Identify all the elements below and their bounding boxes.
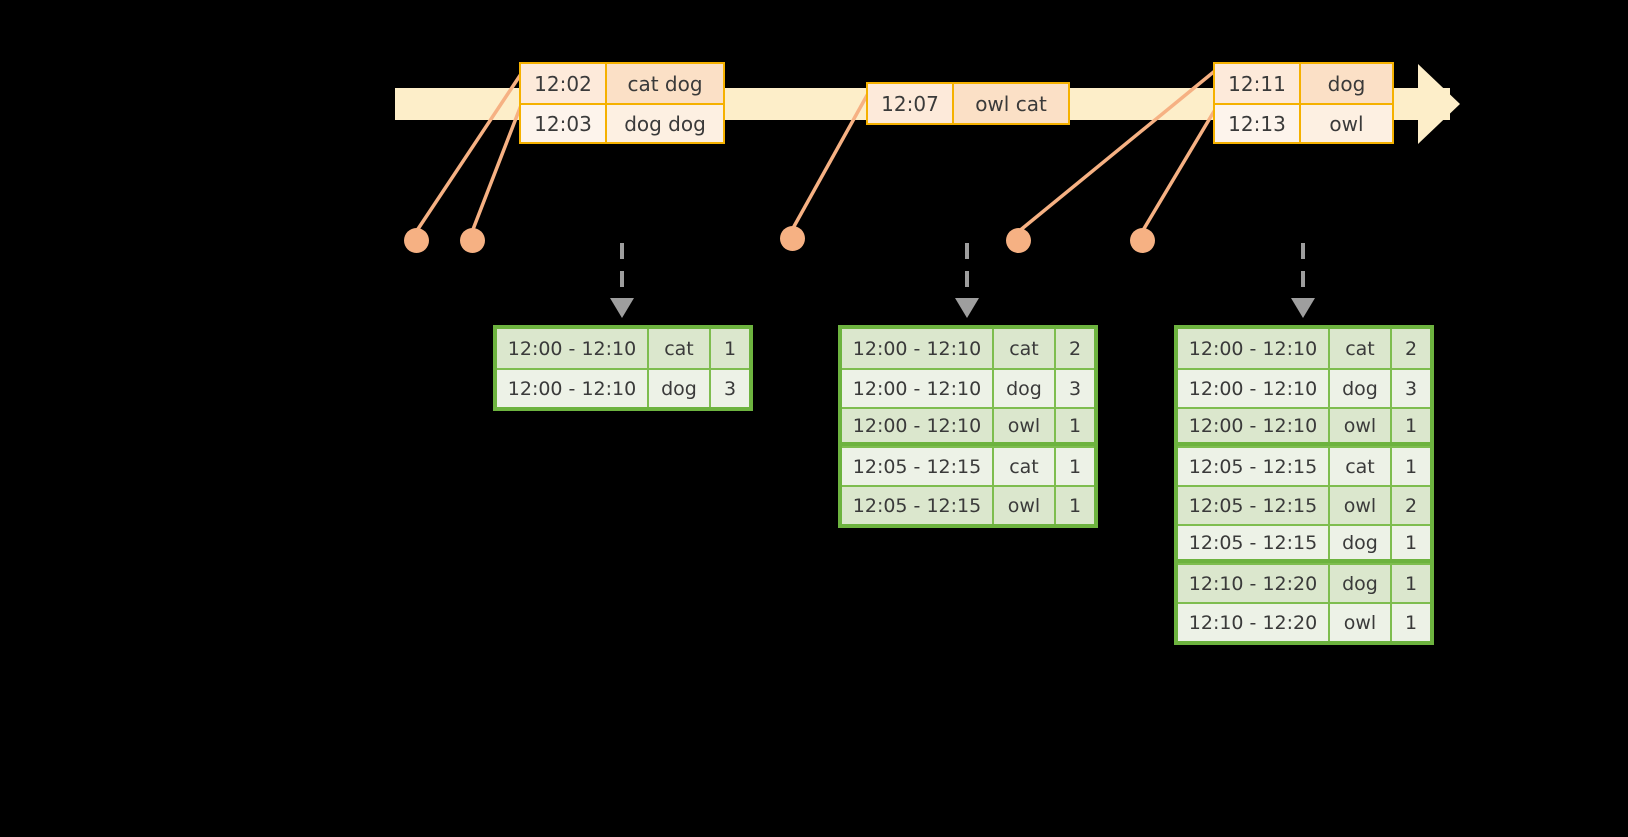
cell-count: 2 <box>1392 487 1430 524</box>
table-row: 12:00 - 12:10 dog 3 <box>1178 368 1430 407</box>
cell-word: dog <box>1330 565 1392 602</box>
table-row: 12:00 - 12:10 dog 3 <box>842 368 1094 407</box>
event-words: dog dog <box>607 105 723 142</box>
event-time: 12:03 <box>521 105 607 142</box>
table-row: 12:00 - 12:10 owl 1 <box>1178 407 1430 446</box>
event-words: owl cat <box>954 84 1068 123</box>
leader-line-5 <box>1140 107 1218 233</box>
cell-window: 12:00 - 12:10 <box>1178 329 1330 368</box>
event-box-2: 12:07 owl cat <box>866 82 1070 125</box>
cell-word: owl <box>1330 487 1392 524</box>
cell-count: 1 <box>1392 448 1430 485</box>
event-row: 12:11 dog <box>1215 64 1392 103</box>
cell-word: owl <box>994 409 1056 442</box>
event-time: 12:13 <box>1215 105 1301 142</box>
cell-window: 12:00 - 12:10 <box>842 329 994 368</box>
event-words: dog <box>1301 64 1392 103</box>
cell-count: 1 <box>1056 487 1094 524</box>
cell-word: cat <box>994 448 1056 485</box>
cell-window: 12:05 - 12:15 <box>1178 487 1330 524</box>
connector-dot-2 <box>460 228 485 253</box>
cell-count: 3 <box>1056 370 1094 407</box>
cell-word: dog <box>1330 526 1392 559</box>
flow-arrow-3 <box>1291 243 1315 318</box>
table-row: 12:05 - 12:15 cat 1 <box>842 446 1094 485</box>
event-box-1: 12:02 cat dog 12:03 dog dog <box>519 62 725 144</box>
cell-window: 12:00 - 12:10 <box>842 409 994 442</box>
connector-dot-5 <box>1130 228 1155 253</box>
cell-count: 1 <box>1392 409 1430 442</box>
connector-dot-4 <box>1006 228 1031 253</box>
cell-window: 12:00 - 12:10 <box>1178 409 1330 442</box>
connector-dot-3 <box>780 226 805 251</box>
flow-arrow-2 <box>955 243 979 318</box>
table-row: 12:05 - 12:15 owl 1 <box>842 485 1094 524</box>
cell-word: owl <box>994 487 1056 524</box>
cell-count: 1 <box>1392 604 1430 641</box>
cell-window: 12:05 - 12:15 <box>842 487 994 524</box>
table-row: 12:05 - 12:15 owl 2 <box>1178 485 1430 524</box>
event-row: 12:13 owl <box>1215 103 1392 142</box>
cell-word: owl <box>1330 409 1392 442</box>
cell-count: 3 <box>1392 370 1430 407</box>
event-row: 12:02 cat dog <box>521 64 723 103</box>
cell-count: 1 <box>711 329 749 368</box>
cell-word: cat <box>1330 329 1392 368</box>
table-row: 12:00 - 12:10 dog 3 <box>497 368 749 407</box>
cell-word: cat <box>1330 448 1392 485</box>
cell-word: owl <box>1330 604 1392 641</box>
table-row: 12:00 - 12:10 cat 1 <box>497 329 749 368</box>
event-time: 12:07 <box>868 84 954 123</box>
cell-window: 12:10 - 12:20 <box>1178 604 1330 641</box>
cell-word: dog <box>649 370 711 407</box>
timeline-arrow-head <box>1418 64 1460 144</box>
table-row: 12:05 - 12:15 dog 1 <box>1178 524 1430 563</box>
connector-dot-1 <box>404 228 429 253</box>
table-row: 12:10 - 12:20 owl 1 <box>1178 602 1430 641</box>
event-row: 12:07 owl cat <box>868 84 1068 123</box>
cell-window: 12:05 - 12:15 <box>1178 448 1330 485</box>
cell-word: dog <box>1330 370 1392 407</box>
table-row: 12:00 - 12:10 owl 1 <box>842 407 1094 446</box>
result-table-2: 12:00 - 12:10 cat 2 12:00 - 12:10 dog 3 … <box>838 325 1098 528</box>
cell-window: 12:00 - 12:10 <box>497 370 649 407</box>
cell-word: cat <box>649 329 711 368</box>
cell-word: cat <box>994 329 1056 368</box>
table-row: 12:10 - 12:20 dog 1 <box>1178 563 1430 602</box>
flow-arrow-1 <box>610 243 634 318</box>
cell-count: 2 <box>1056 329 1094 368</box>
event-box-3: 12:11 dog 12:13 owl <box>1213 62 1394 144</box>
event-time: 12:11 <box>1215 64 1301 103</box>
event-words: owl <box>1301 105 1392 142</box>
event-words: cat dog <box>607 64 723 103</box>
cell-count: 1 <box>1392 526 1430 559</box>
cell-window: 12:00 - 12:10 <box>842 370 994 407</box>
cell-window: 12:05 - 12:15 <box>842 448 994 485</box>
cell-count: 1 <box>1056 448 1094 485</box>
cell-word: dog <box>994 370 1056 407</box>
cell-count: 3 <box>711 370 749 407</box>
result-table-3: 12:00 - 12:10 cat 2 12:00 - 12:10 dog 3 … <box>1174 325 1434 645</box>
cell-window: 12:00 - 12:10 <box>497 329 649 368</box>
result-table-1: 12:00 - 12:10 cat 1 12:00 - 12:10 dog 3 <box>493 325 753 411</box>
cell-window: 12:05 - 12:15 <box>1178 526 1330 559</box>
table-row: 12:05 - 12:15 cat 1 <box>1178 446 1430 485</box>
table-row: 12:00 - 12:10 cat 2 <box>842 329 1094 368</box>
cell-count: 1 <box>1392 565 1430 602</box>
event-time: 12:02 <box>521 64 607 103</box>
cell-count: 2 <box>1392 329 1430 368</box>
event-row: 12:03 dog dog <box>521 103 723 142</box>
table-row: 12:00 - 12:10 cat 2 <box>1178 329 1430 368</box>
cell-count: 1 <box>1056 409 1094 442</box>
cell-window: 12:10 - 12:20 <box>1178 565 1330 602</box>
cell-window: 12:00 - 12:10 <box>1178 370 1330 407</box>
